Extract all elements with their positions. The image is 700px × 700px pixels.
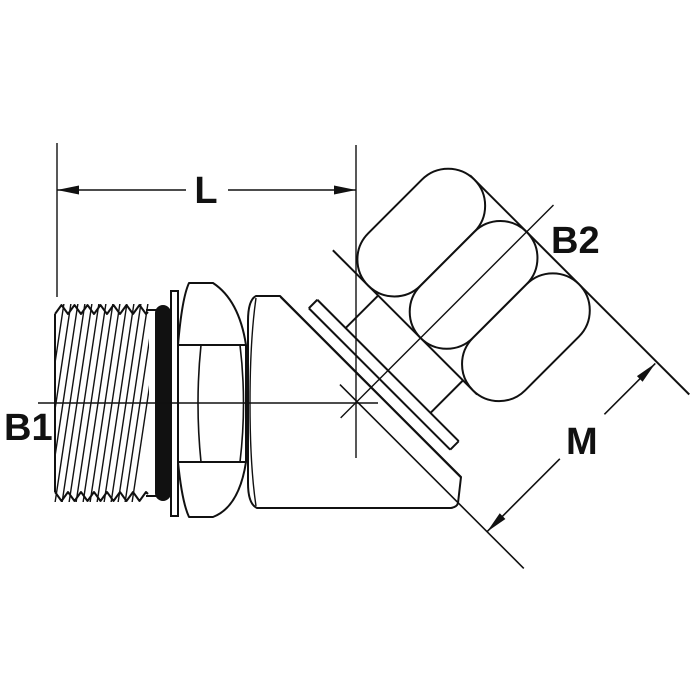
swivel-assembly bbox=[279, 167, 690, 570]
m-arrow-left bbox=[487, 513, 506, 532]
dimension-L bbox=[57, 185, 356, 195]
l-arrow-left bbox=[57, 185, 79, 195]
label-M: M bbox=[566, 421, 598, 463]
reference-lines bbox=[38, 143, 378, 458]
l-arrow-right bbox=[334, 185, 356, 195]
label-L: L bbox=[194, 170, 217, 212]
dimension-M bbox=[339, 362, 656, 570]
centerline-swivel bbox=[340, 204, 554, 419]
label-B1: B1 bbox=[4, 407, 53, 449]
locknut-hex bbox=[177, 282, 247, 518]
m-arrow-right bbox=[636, 363, 656, 382]
label-B2: B2 bbox=[551, 220, 600, 262]
tube-edges bbox=[344, 294, 464, 414]
thread-outline bbox=[54, 304, 149, 315]
swivel-nut-near-face bbox=[332, 249, 478, 396]
m-extension-line-lower bbox=[339, 384, 525, 570]
